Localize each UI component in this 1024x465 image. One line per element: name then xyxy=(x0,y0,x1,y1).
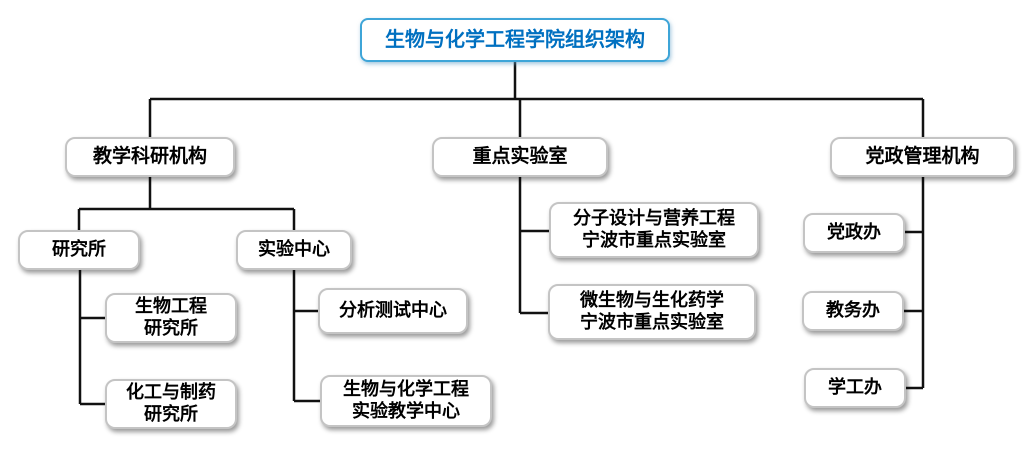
node-label: 重点实验室 xyxy=(472,146,568,168)
node-molecular-design-lab: 分子设计与营养工程 宁波市重点实验室 xyxy=(549,202,759,258)
node-label-line2: 研究所 xyxy=(144,318,198,338)
node-label-line2: 实验教学中心 xyxy=(352,401,460,421)
node-label: 分析测试中心 xyxy=(339,300,447,321)
node-bioengineering-institute: 生物工程 研究所 xyxy=(105,293,237,343)
node-bio-chem-teaching-center: 生物与化学工程 实验教学中心 xyxy=(320,375,492,427)
node-label-line1: 化工与制药 xyxy=(126,382,216,403)
node-analysis-testing-center: 分析测试中心 xyxy=(318,288,468,334)
node-label-line2: 宁波市重点实验室 xyxy=(580,312,724,332)
node-label: 党政管理机构 xyxy=(865,146,980,168)
node-research-institutes: 研究所 xyxy=(18,230,140,270)
node-label: 党政办 xyxy=(827,222,881,243)
node-label: 生物与化学工程学院组织架构 xyxy=(385,28,645,51)
connector-path xyxy=(77,62,925,406)
node-label-line1: 分子设计与营养工程 xyxy=(573,208,735,229)
node-label-line2: 研究所 xyxy=(144,404,198,424)
node-teaching-research: 教学科研机构 xyxy=(65,137,235,177)
node-label: 实验中心 xyxy=(258,239,330,260)
node-label: 教务办 xyxy=(826,300,880,321)
node-label: 学工办 xyxy=(828,377,882,398)
node-microbial-pharma-lab: 微生物与生化药学 宁波市重点实验室 xyxy=(548,284,756,340)
node-party-admin-office: 党政办 xyxy=(803,213,905,253)
node-label-line1: 生物工程 xyxy=(135,296,207,317)
node-key-labs: 重点实验室 xyxy=(432,137,608,177)
node-experiment-centers: 实验中心 xyxy=(236,230,352,270)
node-label-line1: 生物与化学工程 xyxy=(343,379,469,400)
node-college-title: 生物与化学工程学院组织架构 xyxy=(360,18,670,62)
node-chem-pharma-institute: 化工与制药 研究所 xyxy=(105,379,237,429)
node-academic-affairs-office: 教务办 xyxy=(802,291,904,331)
node-label: 研究所 xyxy=(52,239,106,260)
node-label-line2: 宁波市重点实验室 xyxy=(582,230,726,250)
node-label-line1: 微生物与生化药学 xyxy=(580,290,724,311)
node-student-affairs-office: 学工办 xyxy=(804,368,906,408)
node-admin-orgs: 党政管理机构 xyxy=(830,137,1015,177)
node-label: 教学科研机构 xyxy=(92,146,207,168)
